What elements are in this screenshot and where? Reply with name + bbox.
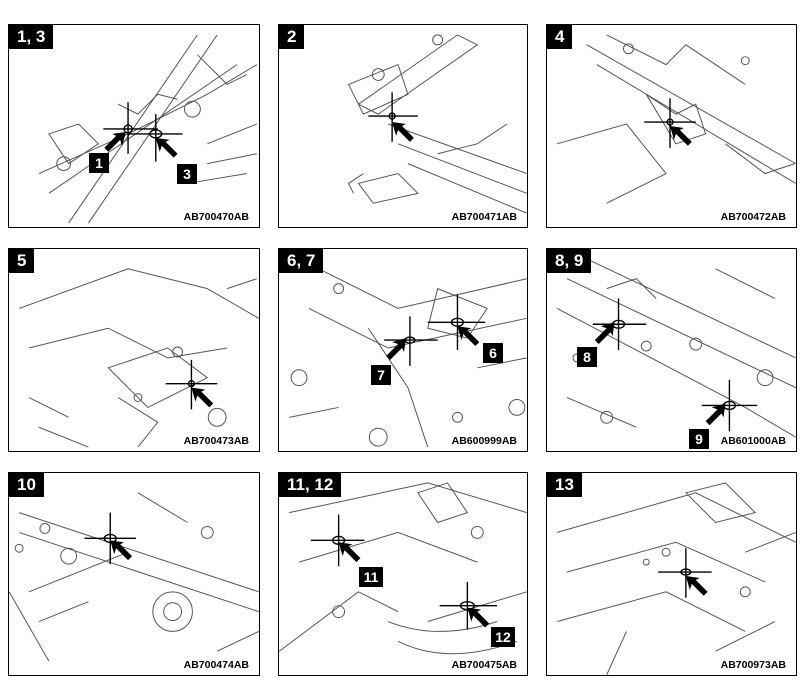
- panel-tag: 4: [547, 25, 573, 49]
- callout-label: 8: [577, 347, 597, 367]
- crosshair-icon: [84, 512, 136, 565]
- crosshair-icon: [368, 92, 418, 142]
- panel-tag: 1, 3: [9, 25, 54, 49]
- callout-label: 6: [483, 343, 503, 363]
- figure-code: AB700973AB: [718, 659, 788, 671]
- callout-label: 12: [491, 627, 515, 647]
- panel-tag: 13: [547, 473, 582, 497]
- arrow-icon: [386, 326, 480, 360]
- line-drawing: [38, 34, 258, 224]
- arrow-icon: [338, 542, 490, 628]
- panel-tag: 8, 9: [547, 249, 592, 273]
- figure-code: AB700473AB: [181, 435, 251, 447]
- figure-code: AB700472AB: [718, 211, 788, 223]
- line-drawing: [556, 258, 796, 438]
- line-drawing: [347, 34, 527, 214]
- figure-code: AB700475AB: [449, 659, 519, 671]
- panel-tag: 10: [9, 473, 44, 497]
- callout-label: 3: [177, 164, 197, 184]
- arrow-icon: [392, 122, 414, 142]
- figure-code: AB601000AB: [718, 435, 788, 447]
- panel-1-3: 1, 3 1 3 AB700470AB: [8, 24, 260, 228]
- panel-tag: 2: [279, 25, 305, 49]
- line-drawing: [556, 482, 796, 675]
- line-drawing: [279, 482, 527, 655]
- figure-code: AB700474AB: [181, 659, 251, 671]
- panel-11-12: 11, 12 11 12 AB700475AB: [278, 472, 528, 676]
- panel-tag: 11, 12: [279, 473, 342, 497]
- arrow-icon: [104, 131, 178, 158]
- arrow-icon: [110, 540, 133, 561]
- callout-label: 7: [371, 365, 391, 385]
- line-drawing: [9, 492, 259, 662]
- crosshair-icon: [644, 98, 696, 148]
- panel-2: 2 AB700471AB: [278, 24, 528, 228]
- line-drawing: [18, 268, 259, 448]
- crosshair-icon: [384, 294, 486, 366]
- panel-4: 4 AB700472AB: [546, 24, 797, 228]
- callout-label: 9: [689, 429, 709, 449]
- crosshair-icon: [165, 359, 218, 410]
- figure-code: AB700470AB: [181, 211, 251, 223]
- figure-code: AB600999AB: [449, 435, 519, 447]
- line-drawing: [556, 34, 796, 204]
- callout-label: 11: [359, 567, 383, 587]
- figure-code: AB700471AB: [449, 211, 519, 223]
- panel-tag: 6, 7: [279, 249, 324, 273]
- crosshair-icon: [592, 298, 758, 432]
- panel-5: 5 AB700473AB: [8, 248, 260, 452]
- arrow-icon: [191, 387, 214, 408]
- crosshair-icon: [658, 548, 712, 598]
- panel-8-9: 8, 9 8 9 AB601000AB: [546, 248, 797, 452]
- panel-tag: 5: [9, 249, 35, 273]
- arrow-icon: [594, 322, 726, 426]
- crosshair-icon: [310, 514, 498, 630]
- panel-13: 13 AB700973AB: [546, 472, 797, 676]
- callout-label: 1: [89, 153, 109, 173]
- panel-6-7: 6, 7 6 7 AB600999AB: [278, 248, 528, 452]
- arrow-icon: [685, 575, 708, 596]
- panel-10: 10 AB700474AB: [8, 472, 260, 676]
- arrow-icon: [670, 126, 692, 146]
